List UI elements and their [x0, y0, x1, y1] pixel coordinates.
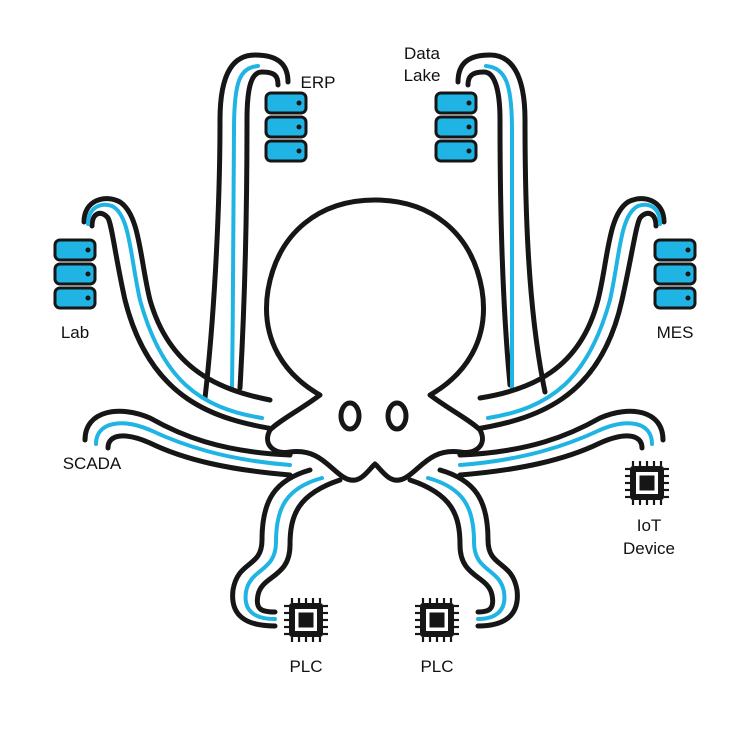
mes-database-icon	[653, 238, 697, 310]
tentacle-iot-device	[457, 408, 666, 478]
plc-right-label: PLC	[420, 657, 453, 676]
erp-database-icon	[264, 91, 308, 163]
tentacle-mes	[467, 196, 667, 433]
iot-device-chip-icon	[623, 459, 671, 507]
tentacle-plc-right	[407, 467, 520, 629]
data-lake-database-icon	[434, 91, 478, 163]
data-lake-label-line2: Lake	[404, 66, 441, 85]
data-lake-label-line1: Data	[404, 44, 440, 63]
plc-left-chip-icon	[282, 596, 330, 644]
plc-right-chip-icon	[413, 596, 461, 644]
lab-label: Lab	[61, 323, 89, 342]
scada-label: SCADA	[63, 454, 122, 473]
octopus-body	[264, 197, 486, 483]
tentacle-erp	[202, 52, 291, 401]
tentacle-plc-left	[230, 467, 343, 629]
tentacle-data-lake	[455, 52, 548, 395]
mes-label: MES	[657, 323, 694, 342]
plc-left-label: PLC	[289, 657, 322, 676]
erp-label: ERP	[301, 73, 336, 92]
right-eye	[385, 400, 409, 432]
tentacle-lab	[81, 196, 283, 433]
iot-device-label-line1: IoT	[637, 516, 662, 535]
tentacle-scada	[82, 408, 293, 478]
iot-device-label-line2: Device	[623, 539, 675, 558]
left-eye	[338, 400, 362, 432]
lab-database-icon	[53, 238, 97, 310]
